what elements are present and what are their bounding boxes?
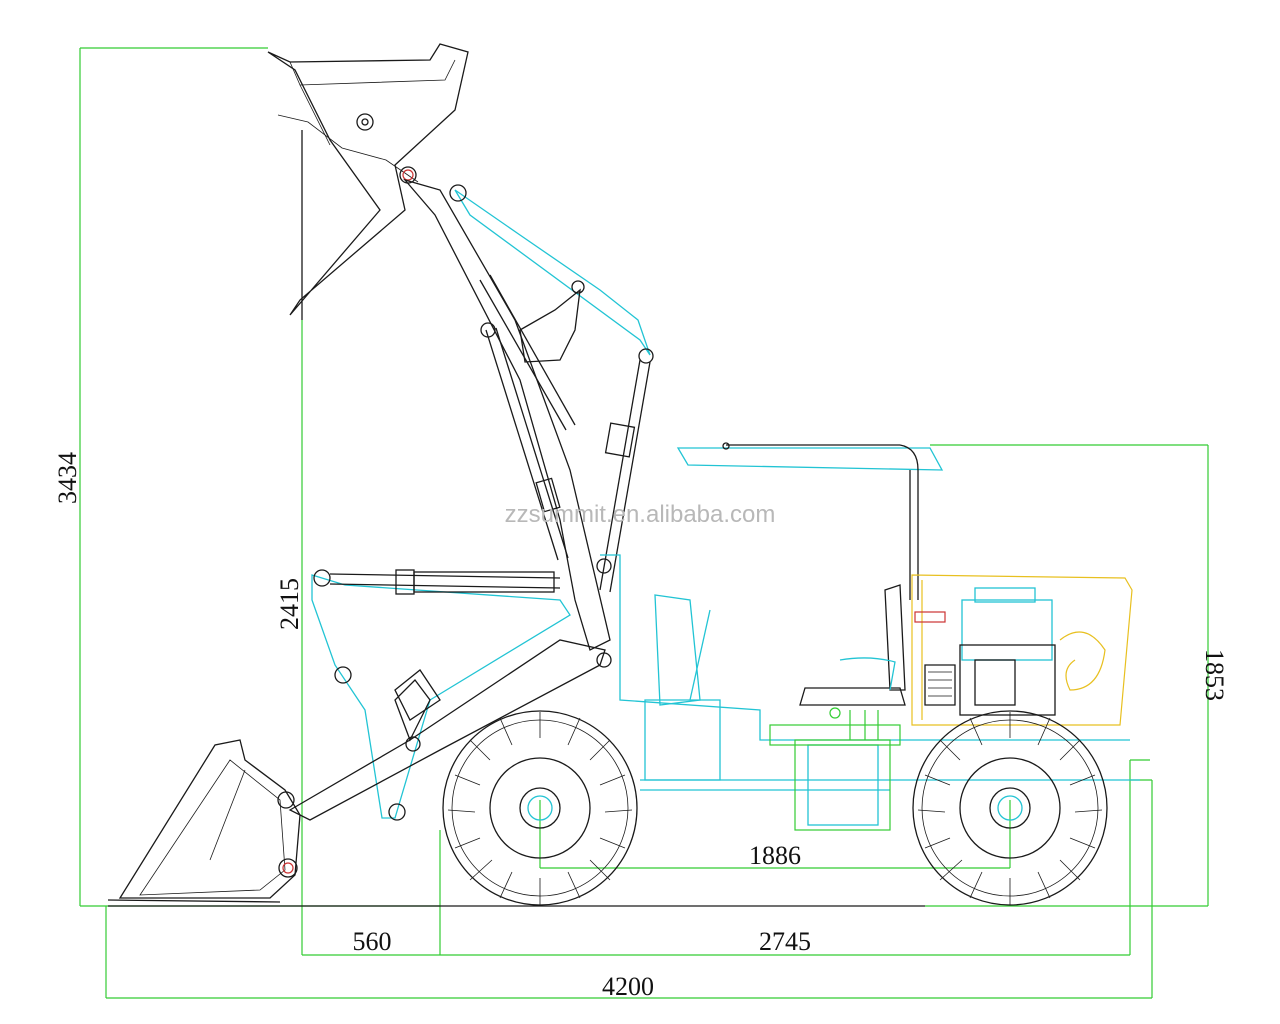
dimension-wheelbase: 1886	[749, 841, 801, 870]
lowered-bucket	[107, 739, 301, 903]
lowered-boom	[288, 569, 612, 821]
chassis	[600, 554, 1140, 831]
raised-bucket	[267, 43, 469, 320]
dimension-overall-length: 4200	[602, 972, 654, 1001]
rear-wheel	[912, 710, 1108, 906]
front-wheel	[442, 710, 638, 906]
canopy	[676, 442, 944, 600]
raised-boom-arm	[403, 178, 654, 651]
dimension-lines	[79, 47, 1209, 999]
dimension-canopy-height: 1853	[1200, 649, 1229, 701]
dimension-lift-height: 2415	[275, 578, 304, 630]
dimension-max-height: 3434	[53, 452, 82, 504]
dimension-axle-to-rear: 2745	[759, 927, 811, 956]
engine-hood	[911, 574, 1133, 726]
watermark: zzsummit.en.alibaba.com	[505, 501, 776, 528]
engine	[924, 587, 1056, 716]
dimension-front-overhang: 560	[353, 927, 392, 956]
